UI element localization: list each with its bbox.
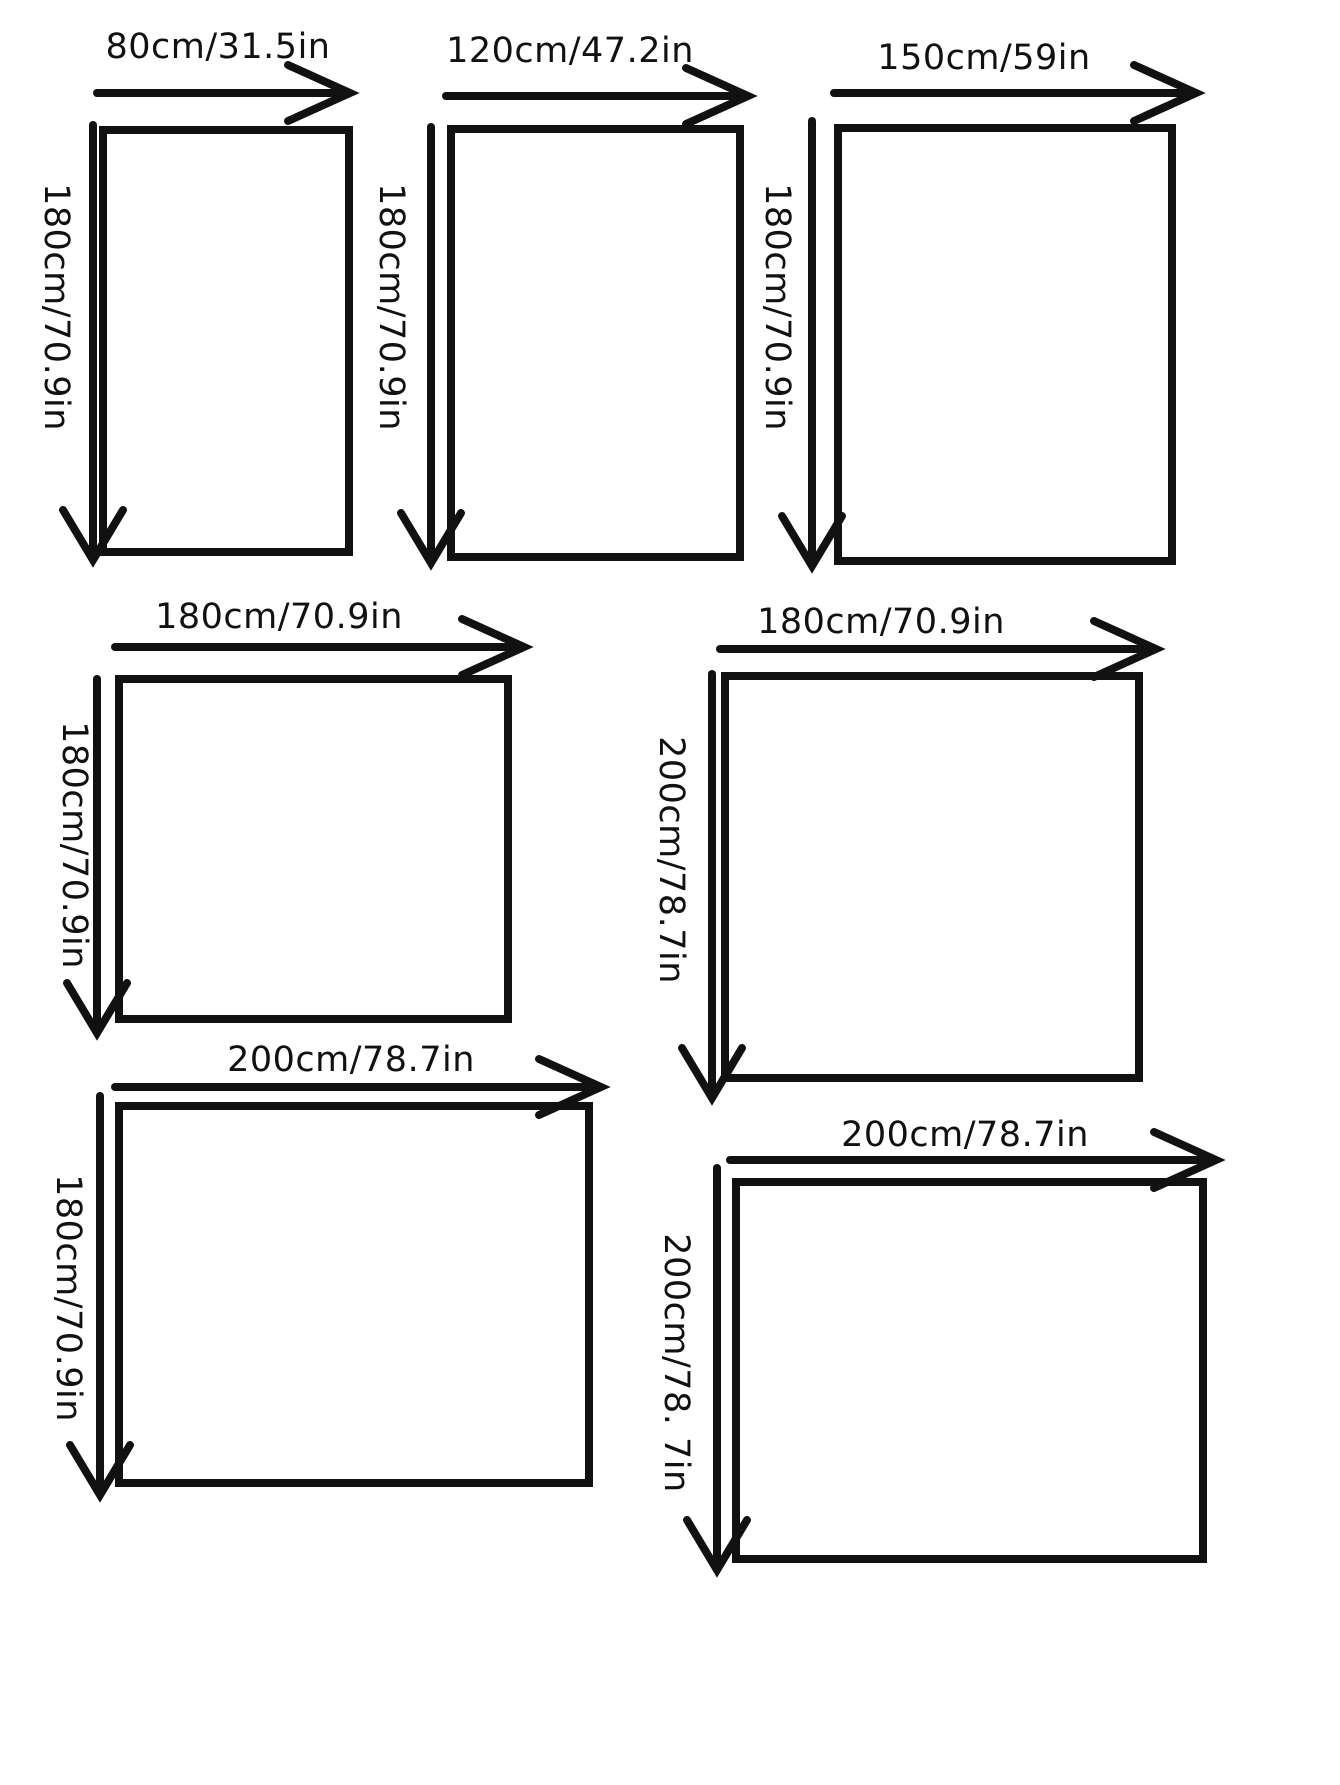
height-label: 180cm/70.9in — [54, 721, 94, 969]
height-arrowhead-icon — [63, 979, 131, 1041]
height-label: 200cm/78. 7in — [656, 1233, 696, 1492]
width-arrowhead-icon — [682, 64, 758, 128]
rug-outline — [447, 125, 744, 561]
size-chart: 150cm/59in 180cm/70.9in — [757, 38, 1206, 574]
width-label: 200cm/78.7in — [227, 1040, 475, 1080]
size-chart: 80cm/31.5in 180cm/70.9in — [36, 27, 360, 568]
width-arrowhead-icon — [1130, 61, 1206, 125]
width-label: 180cm/70.9in — [155, 597, 403, 637]
height-label: 180cm/70.9in — [757, 183, 797, 431]
rug-outline — [115, 1102, 593, 1487]
size-diagrams-layer: 80cm/31.5in 180cm/70.9in 120cm/47.2in 180cm… — [36, 27, 1226, 1578]
height-arrowhead-icon — [778, 512, 846, 574]
height-label: 180cm/70.9in — [36, 183, 76, 431]
height-arrowhead-icon — [678, 1044, 746, 1106]
rug-outline — [721, 672, 1143, 1082]
width-arrowhead-icon — [1150, 1128, 1226, 1192]
width-label: 120cm/47.2in — [446, 31, 694, 71]
size-chart: 200cm/78.7in 180cm/70.9in — [48, 1040, 611, 1503]
size-chart: 200cm/78.7in 200cm/78. 7in — [656, 1115, 1226, 1578]
size-chart: 120cm/47.2in 180cm/70.9in — [371, 31, 758, 571]
height-label: 180cm/70.9in — [48, 1174, 88, 1422]
size-chart: 180cm/70.9in 200cm/78.7in — [651, 602, 1166, 1106]
height-arrowhead-icon — [683, 1516, 751, 1578]
width-label: 180cm/70.9in — [757, 602, 1005, 642]
height-label: 180cm/70.9in — [371, 183, 411, 431]
height-label: 200cm/78.7in — [651, 736, 691, 984]
width-arrowhead-icon — [535, 1055, 611, 1119]
size-chart: 180cm/70.9in 180cm/70.9in — [54, 597, 534, 1041]
width-arrowhead-icon — [284, 61, 360, 125]
width-arrowhead-icon — [1090, 617, 1166, 681]
rug-outline — [115, 675, 512, 1023]
width-label: 80cm/31.5in — [105, 27, 330, 67]
width-arrowhead-icon — [458, 615, 534, 679]
rug-outline — [99, 126, 353, 556]
width-label: 150cm/59in — [877, 38, 1090, 78]
width-label: 200cm/78.7in — [841, 1115, 1089, 1155]
height-arrowhead-icon — [397, 509, 465, 571]
height-arrowhead-icon — [59, 506, 127, 568]
height-arrowhead-icon — [66, 1441, 134, 1503]
rug-outline — [834, 124, 1176, 565]
rug-outline — [732, 1178, 1207, 1563]
